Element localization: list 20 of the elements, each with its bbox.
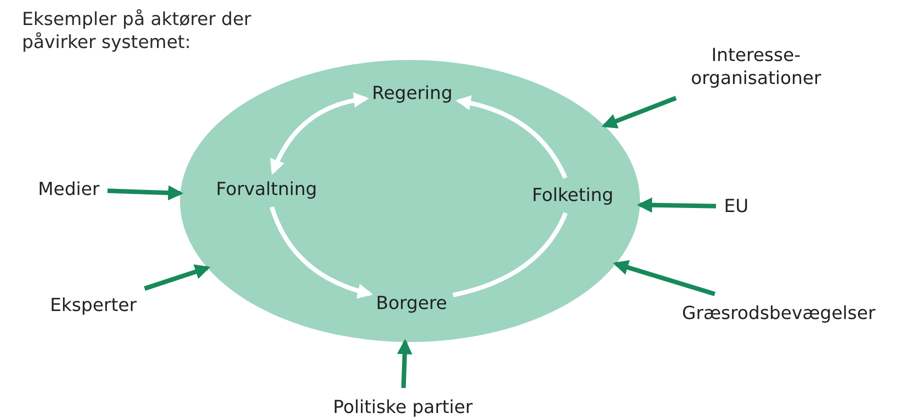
actor-label: Eksperter (50, 294, 137, 317)
arrow (270, 206, 373, 298)
actor-label: Politiske partier (333, 396, 473, 419)
actor-label: Folketing (532, 184, 614, 207)
arrow (144, 264, 210, 291)
actor-label: EU (724, 195, 749, 218)
arrow (107, 185, 184, 200)
actor-label: Interesse-organisationer (676, 44, 836, 90)
arrow (456, 96, 568, 179)
arrow (397, 338, 412, 388)
actor-label: Regering (372, 82, 453, 105)
arrow (612, 260, 716, 296)
diagram-title: Eksempler på aktører der påvirker systemet: (22, 8, 252, 54)
actor-label: Borgere (376, 292, 448, 315)
actor-label: Græsrodsbevægelser (682, 302, 876, 325)
actor-label: Medier (38, 178, 100, 201)
actor-label: Forvaltning (216, 178, 318, 201)
arrow (636, 197, 716, 213)
arrow (270, 92, 370, 175)
arrow (602, 96, 677, 128)
